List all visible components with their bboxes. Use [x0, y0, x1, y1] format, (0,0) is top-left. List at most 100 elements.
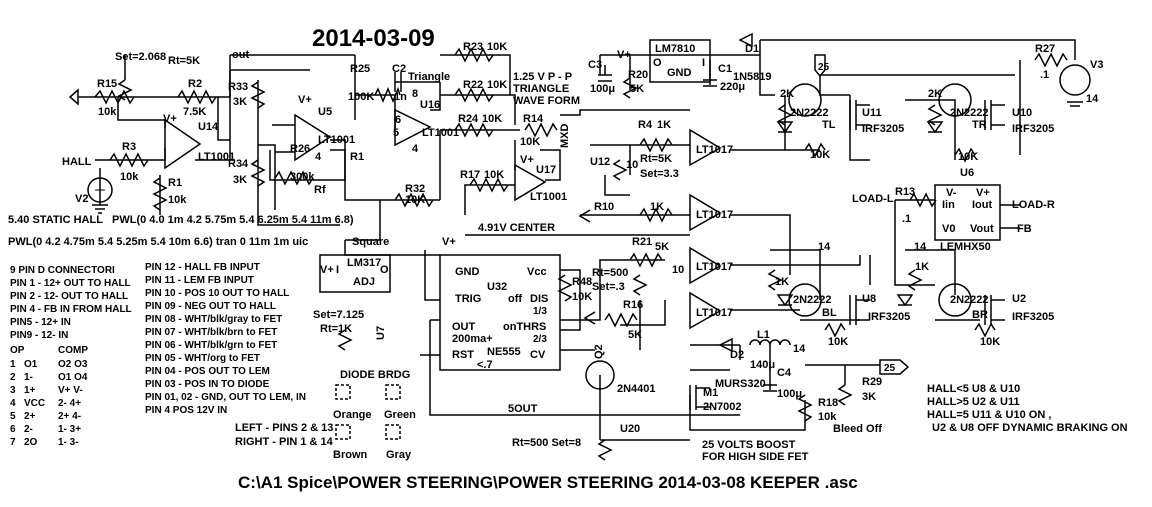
lm317-box: [319, 254, 391, 293]
label-vout: Vout: [970, 223, 994, 235]
label-ma200: 200ma+: [452, 333, 493, 345]
label-v0: V0: [942, 223, 955, 235]
label-r10: R10: [594, 201, 614, 213]
title: 2014-03-09: [312, 25, 435, 52]
comp-name: O2 O3: [58, 359, 88, 370]
label-r20v: 5K: [630, 83, 644, 95]
label-lm317: LM317: [347, 257, 381, 269]
label-pwl1: PWL(0 4.0 1m 4.2 5.75m 5.4 6.25m 5.4 11m…: [112, 214, 354, 226]
label-r34: R34: [228, 158, 249, 170]
label-lt1017b: LT1017: [696, 209, 733, 221]
label-r26: R26: [290, 143, 310, 155]
label-u5: U5: [318, 106, 332, 118]
comp-name: O1 O4: [58, 372, 88, 383]
label-r1k1: 1K: [775, 276, 789, 288]
label-lemhx50: LEMHX50: [940, 241, 991, 253]
label-r27: R27: [1035, 43, 1055, 55]
label-vplus2: V+: [298, 94, 312, 106]
label-r3: R3: [122, 141, 136, 153]
label-m1: M1: [703, 387, 718, 399]
label-d1: D1: [745, 43, 759, 55]
label-r18: R18: [818, 397, 838, 409]
label-right: RIGHT - PIN 1 & 14: [235, 436, 334, 448]
label-r24v: 10K: [482, 113, 502, 125]
label-c4v: 100μ: [777, 388, 802, 400]
label-u6: U6: [960, 167, 974, 179]
label-q2n2222d: 2N2222: [950, 294, 989, 306]
label-triangle: Triangle: [408, 71, 450, 83]
label-r4v: 1K: [657, 119, 671, 131]
label-o317: O: [380, 264, 389, 276]
label-l1v: 140μ: [750, 359, 775, 371]
label-lt1001a: LT1001: [198, 151, 235, 163]
label-loadl: LOAD-L: [852, 193, 894, 205]
label-boost1: 25 VOLTS BOOST: [702, 439, 796, 451]
connector-line: PIN 1 - 12+ OUT TO HALL: [10, 278, 131, 289]
label-r10v: 1K: [650, 201, 664, 213]
pin-line: PIN 07 - WHT/blk/brn to FET: [145, 327, 277, 338]
comp-name: V+ V-: [58, 385, 83, 396]
op-pin: 6: [10, 424, 16, 435]
label-off: off: [508, 293, 522, 305]
label-vplus-u17: V+: [520, 154, 534, 166]
label-r14v: 10K: [520, 136, 540, 148]
label-tri1: 1.25 V P - P: [513, 71, 572, 83]
label-c3: C3: [588, 59, 602, 71]
label-lt1017c: LT1017: [696, 261, 733, 273]
label-c1v: 220μ: [720, 81, 745, 93]
label-u16: U16: [420, 99, 440, 111]
label-loadr: LOAD-R: [1012, 199, 1055, 211]
label-r16v: 5K: [628, 329, 642, 341]
label-r17v: 10K: [484, 169, 504, 181]
op-header: OP: [10, 345, 25, 356]
label-r10k3: 10K: [828, 336, 848, 348]
comp-name: 2+ 4-: [58, 411, 81, 422]
op-comp-table: OP COMP 1 O1 O2 O3 2 1- O1 O4 3 1+ V+ V-…: [10, 345, 88, 448]
pin-line: PIN 10 - POS 10 OUT TO HALL: [145, 288, 289, 299]
op-name: VCC: [24, 398, 45, 409]
label-r13: R13: [895, 186, 915, 198]
connector-line: PIN9 - 12- IN: [10, 330, 68, 341]
op-pin: 7: [10, 437, 16, 448]
comp-name: 1- 3-: [58, 437, 79, 448]
label-v2: V2: [75, 193, 88, 205]
label-c1: C1: [718, 63, 732, 75]
label-r2v: 7.5K: [183, 106, 206, 118]
label-c4: C4: [777, 367, 792, 379]
comp-name: 2- 4+: [58, 398, 81, 409]
label-lt1017a: LT1017: [696, 144, 733, 156]
label-r32v: 10K: [405, 194, 425, 206]
pin-line: PIN 08 - WHT/blk/gray to FET: [145, 314, 282, 325]
label-rt1k: Rt=1K: [320, 323, 352, 335]
label-gnd: GND: [667, 67, 692, 79]
pin-line: PIN 06 - WHT/blk/grn to FET: [145, 340, 277, 351]
label-v3: V3: [1090, 59, 1103, 71]
label-rt5k2: Rt=5K: [640, 153, 672, 165]
label-hall3: HALL=5 U11 & U10 ON ,: [927, 409, 1051, 421]
label-gnd555: GND: [455, 266, 480, 278]
label-irf3: IRF3205: [868, 311, 910, 323]
label-fb: FB: [1017, 223, 1032, 235]
label-r3v: 10k: [120, 171, 139, 183]
label-i317: I: [336, 264, 339, 276]
label-u17: U17: [536, 164, 556, 176]
label-d2: D2: [730, 349, 744, 361]
label-hall4: U2 & U8 OFF DYNAMIC BRAKING ON: [932, 422, 1128, 434]
label-vplus555: V+: [442, 236, 456, 248]
op-pin: 2: [10, 372, 16, 383]
label-u10: U10: [1012, 107, 1032, 119]
op-name: 2+: [24, 411, 36, 422]
label-br: BR: [972, 309, 988, 321]
label-hall1: HALL<5 U8 & U10: [927, 383, 1020, 395]
label-brown: Brown: [333, 449, 368, 461]
footer-path: C:\A1 Spice\POWER STEERING\POWER STEERIN…: [238, 473, 858, 492]
label-square: Square: [352, 236, 389, 248]
label-q2v: 2N4401: [617, 383, 656, 395]
label-u14: U14: [198, 121, 219, 133]
label-gray: Gray: [386, 449, 412, 461]
label-r2: R2: [188, 78, 202, 90]
label-q2n2222c: 2N2222: [793, 294, 832, 306]
label-mxd: MXD: [559, 124, 571, 149]
